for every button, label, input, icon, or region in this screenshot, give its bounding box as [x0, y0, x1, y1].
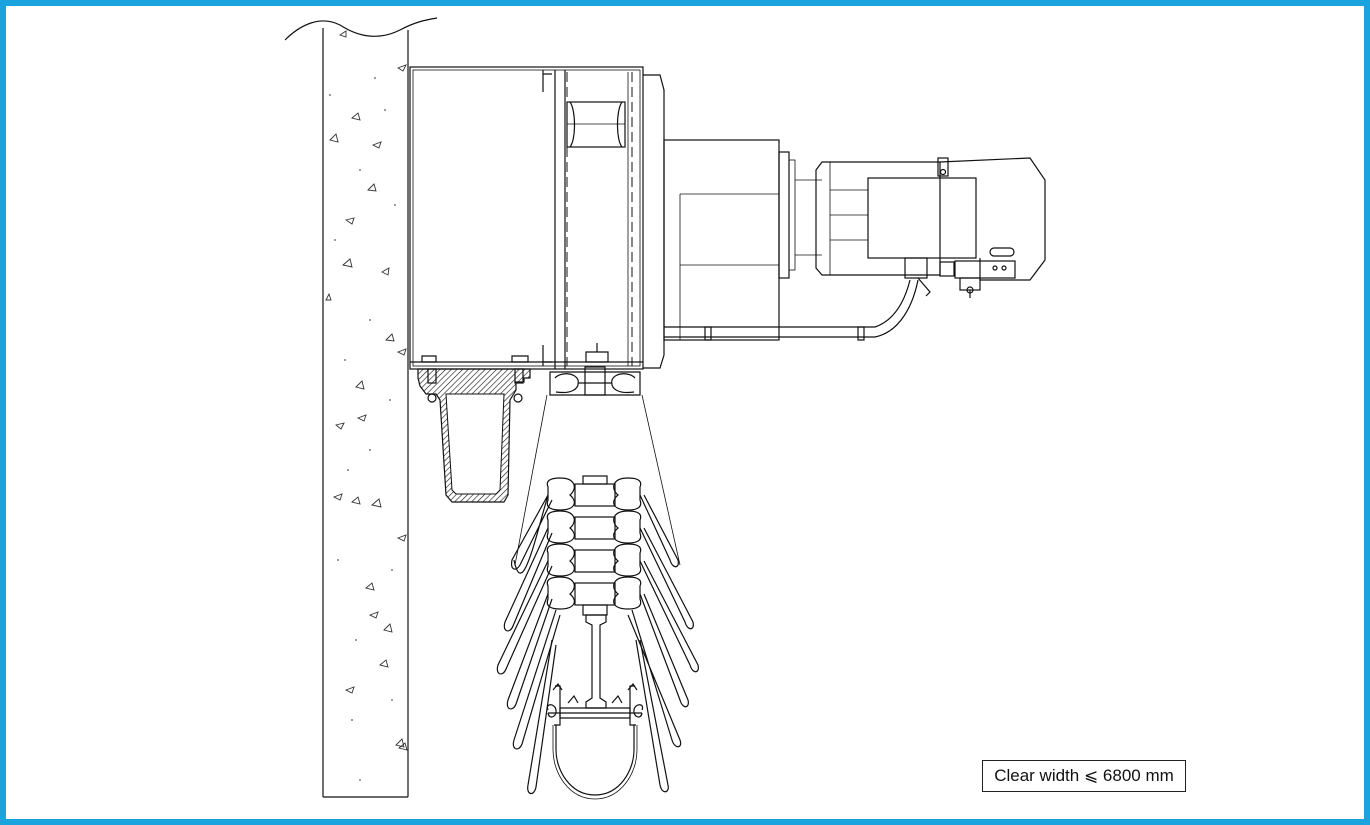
concrete-wall [284, 17, 438, 798]
clear-width-text: Clear width ⩽ 6800 mm [994, 766, 1174, 785]
guide-rail-profile [417, 368, 531, 503]
clear-width-label: Clear width ⩽ 6800 mm [982, 760, 1186, 792]
door-housing [409, 66, 644, 370]
concrete-aggregate-marks [325, 30, 408, 781]
motor-assembly [643, 74, 1046, 369]
bottom-rail [546, 614, 644, 800]
stacked-slats [546, 475, 642, 616]
swing-slats [496, 494, 699, 795]
curtain-slat-top [549, 366, 641, 396]
curtain-spread-lines [514, 394, 681, 566]
